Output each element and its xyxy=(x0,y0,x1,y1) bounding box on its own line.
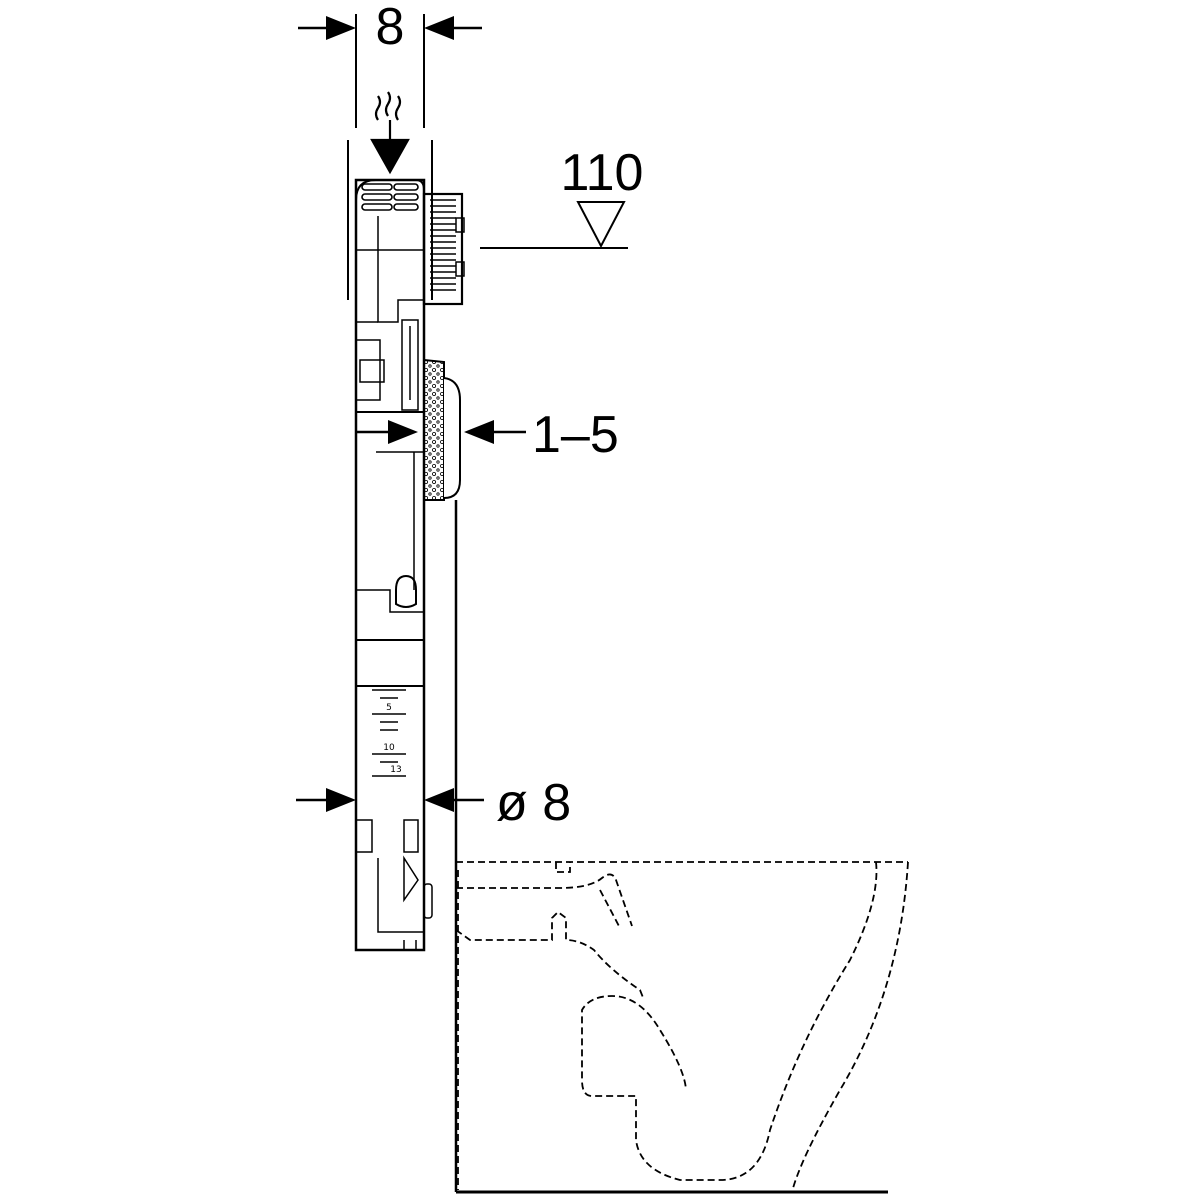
diameter-dimension: ø 8 xyxy=(296,774,571,832)
toilet-bowl-outline xyxy=(455,861,909,1193)
flush-plate xyxy=(423,358,461,512)
wall-gap-label: 1–5 xyxy=(532,406,619,464)
scale-mark-13: 13 xyxy=(390,765,401,775)
top-width-label: 8 xyxy=(376,0,405,56)
installation-frame xyxy=(347,140,433,952)
scale-mark-5: 5 xyxy=(386,703,392,713)
air-inlet-icon xyxy=(370,91,410,175)
height-label: 110 xyxy=(561,144,644,202)
wall-gap-dimension: 1–5 xyxy=(356,406,619,464)
height-scale: 5 10 13 xyxy=(372,689,406,777)
top-width-dimension: 8 xyxy=(298,0,482,128)
vent-slots xyxy=(361,183,419,211)
scale-mark-10: 10 xyxy=(383,743,395,753)
outlet-connector xyxy=(422,192,465,306)
height-reference: 110 xyxy=(480,144,644,249)
diameter-label: ø 8 xyxy=(496,774,571,832)
